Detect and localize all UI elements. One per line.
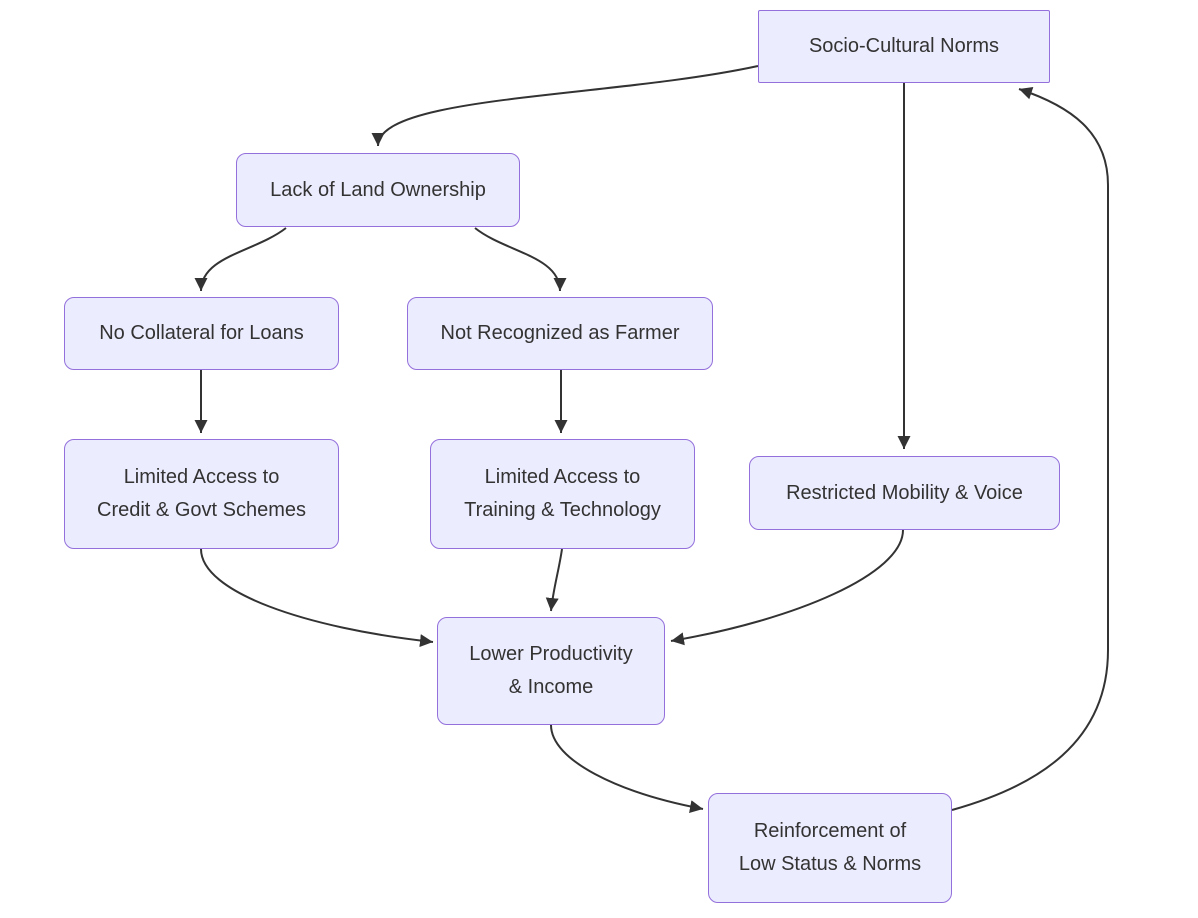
edge-lack-to-not-recognized — [474, 227, 567, 292]
node-label: Reinforcement of Low Status & Norms — [738, 820, 922, 875]
node-label: Socio-Cultural Norms — [808, 35, 1000, 57]
node-label: Lack of Land Ownership — [270, 178, 486, 201]
edge-restricted-to-lower — [670, 529, 904, 646]
node-label: Lower Productivity & Income — [469, 643, 633, 698]
node-label: Restricted Mobility & Voice — [786, 481, 1023, 504]
node-label: Limited Access to Credit & Govt Schemes — [97, 466, 306, 521]
node-limited-access-credit: Limited Access to Credit & Govt Schemes — [64, 439, 339, 549]
edge-socio-to-lack — [371, 65, 759, 147]
edge-limited-training-to-lower — [545, 548, 563, 612]
edge-lack-to-no-collateral — [194, 227, 287, 292]
node-limited-access-training: Limited Access to Training & Technology — [430, 439, 695, 549]
node-not-recognized-as-farmer: Not Recognized as Farmer — [407, 297, 713, 370]
node-socio-cultural-norms: Socio-Cultural Norms — [758, 10, 1050, 83]
edge-limited-credit-to-lower — [200, 548, 434, 648]
edge-lower-to-reinforcement — [550, 724, 704, 813]
node-label: Not Recognized as Farmer — [440, 322, 680, 344]
node-no-collateral-for-loans: No Collateral for Loans — [64, 297, 339, 370]
node-lack-of-land-ownership: Lack of Land Ownership — [236, 153, 520, 227]
node-label: No Collateral for Loans — [99, 322, 304, 344]
node-label: Limited Access to Training & Technology — [464, 466, 661, 521]
node-lower-productivity-income: Lower Productivity & Income — [437, 617, 665, 725]
node-restricted-mobility-voice: Restricted Mobility & Voice — [749, 456, 1060, 530]
edge-reinforcement-to-socio — [951, 86, 1109, 811]
node-reinforcement-low-status: Reinforcement of Low Status & Norms — [708, 793, 952, 903]
